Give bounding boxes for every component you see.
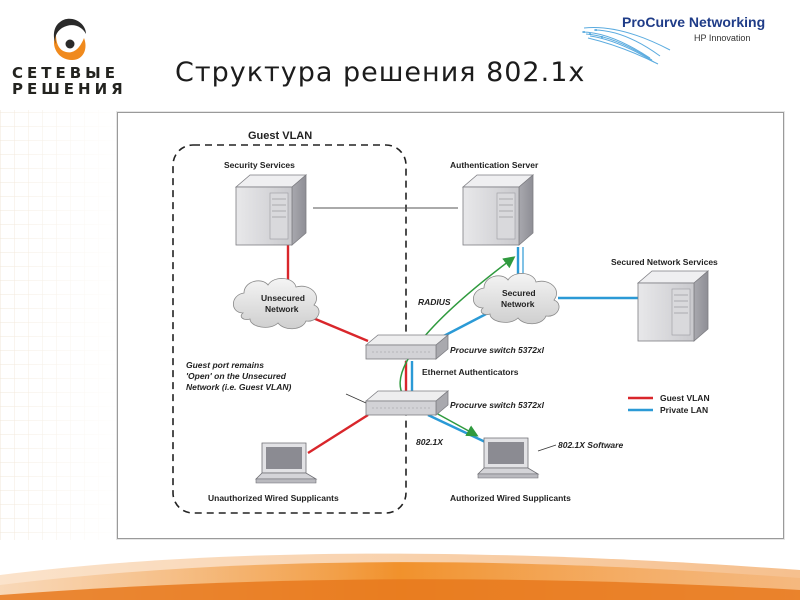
unauthorized-supplicants-label: Unauthorized Wired Supplicants <box>208 493 339 503</box>
guest-vlan-label: Guest VLAN <box>248 130 312 142</box>
guest-port-note-2: 'Open' on the Unsecured <box>186 371 287 381</box>
page-title: Структура решения 802.1x <box>175 57 586 88</box>
procurve-subtitle: HP Innovation <box>694 33 751 43</box>
diagram-frame: Guest VLAN Security Services Authenticat… <box>117 112 784 539</box>
secured-network-label-2: Network <box>501 299 535 309</box>
link-unsecured-switch <box>312 316 369 343</box>
guest-port-note-3: Network (i.e. Guest VLAN) <box>186 382 291 392</box>
guest-port-note-1: Guest port remains <box>186 360 264 370</box>
authentication-server-icon <box>462 174 534 246</box>
dot1x-label: 802.1X <box>416 437 444 447</box>
brand-line-2: РЕШЕНИЯ <box>12 80 127 98</box>
switch-bottom-label: Procurve switch 5372xl <box>450 400 545 410</box>
brand-line-1: СЕТЕВЫЕ <box>12 64 119 82</box>
secured-network-cloud-icon <box>472 273 560 325</box>
security-services-label: Security Services <box>224 160 295 170</box>
bottom-swoosh-decoration <box>0 553 800 600</box>
switch-bottom-icon <box>365 390 449 416</box>
unauthorized-laptop-icon <box>255 442 317 484</box>
radius-label: RADIUS <box>418 297 451 307</box>
link-switch-unauth <box>307 413 369 455</box>
guest-port-note-pointer <box>345 393 367 404</box>
procurve-name: ProCurve Networking <box>622 14 766 30</box>
secured-network-label-1: Secured <box>502 288 536 298</box>
procurve-swoosh-logo <box>581 27 671 65</box>
switch-top-label: Procurve switch 5372xl <box>450 345 545 355</box>
secured-services-server-icon <box>637 270 709 342</box>
sevtevye-resheniya-logo <box>53 18 86 60</box>
authentication-server-label: Authentication Server <box>450 160 539 170</box>
dot1x-software-pointer <box>537 444 557 452</box>
security-services-server-icon <box>235 174 307 246</box>
network-diagram: Guest VLAN Security Services Authenticat… <box>172 130 718 514</box>
legend: Guest VLAN Private LAN <box>628 393 710 415</box>
switch-top-icon <box>365 334 449 360</box>
ethernet-authenticators-label: Ethernet Authenticators <box>422 367 519 377</box>
unsecured-network-label-2: Network <box>265 304 299 314</box>
unsecured-network-label-1: Unsecured <box>261 293 305 303</box>
authorized-laptop-icon <box>477 437 539 479</box>
legend-label-guest: Guest VLAN <box>660 393 710 403</box>
legend-label-private: Private LAN <box>660 405 708 415</box>
dot1x-arrow <box>425 403 479 437</box>
unsecured-network-cloud-icon <box>232 278 320 330</box>
secured-network-services-label: Secured Network Services <box>611 257 718 267</box>
authorized-supplicants-label: Authorized Wired Supplicants <box>450 493 571 503</box>
dot1x-software-label: 802.1X Software <box>558 440 623 450</box>
